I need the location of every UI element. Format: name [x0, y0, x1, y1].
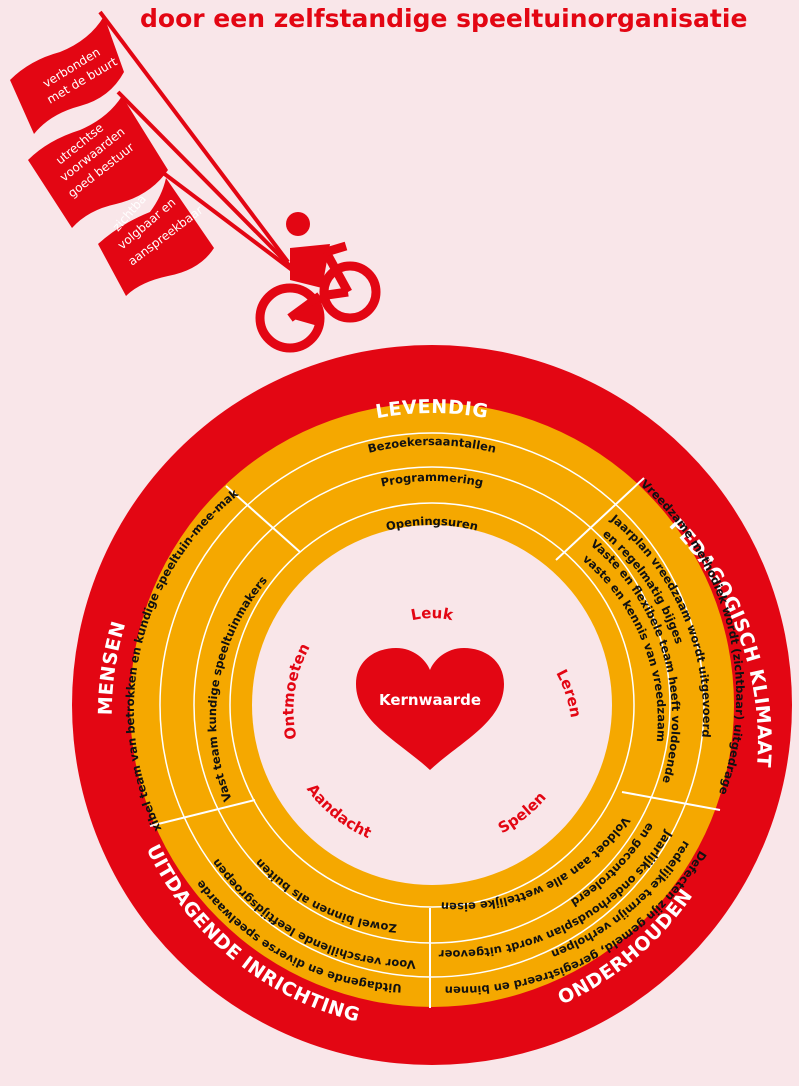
flag-2 [28, 96, 168, 228]
flags: verbonden met de buurt utrechtse voorwaa… [0, 0, 294, 296]
heart-icon [356, 648, 504, 770]
page-title: door een zelfstandige speeltuinorganisat… [140, 4, 748, 33]
levendig-item-3: Openingsuren [384, 514, 479, 534]
flag-3 [98, 178, 214, 296]
inner-label-leuk: Leuk [409, 604, 455, 624]
center-label: Kernwaarde [379, 691, 481, 709]
levendig-item-2: Programmering [379, 470, 484, 490]
flag-1 [10, 16, 124, 134]
cyclist-icon [255, 212, 381, 353]
